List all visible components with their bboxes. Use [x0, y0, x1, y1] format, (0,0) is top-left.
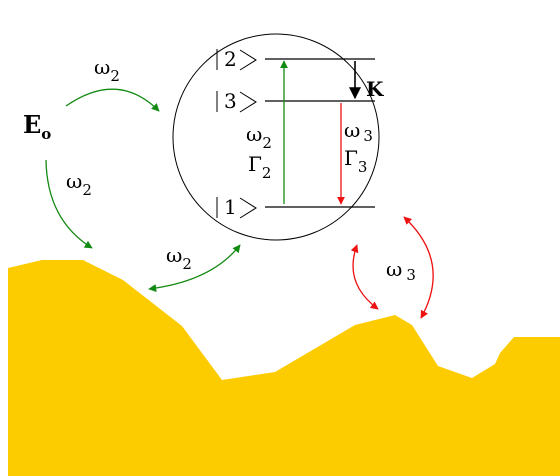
gamma2-label: Γ2 [248, 152, 271, 182]
incident-field-label: Eo [23, 110, 51, 143]
omega2-bottom-label: ω2 [166, 243, 192, 273]
field-to-molecule-arrow [66, 89, 159, 111]
omega2-inside-label: ω2 [246, 122, 272, 152]
ket-2-label: 2 [224, 47, 237, 71]
decay-constant-label: K [366, 77, 384, 101]
gamma3-label: Γ3 [344, 146, 367, 176]
ket-2: 2 [217, 47, 256, 71]
omega2-left-label: ω2 [66, 169, 92, 199]
emission-coupling-arrow-left [353, 245, 378, 309]
rough-surface [8, 260, 560, 476]
surface-molecule-coupling-arrow [149, 245, 240, 289]
ket-1: 1 [217, 195, 256, 219]
ket-3-label: 3 [224, 89, 237, 113]
ket-3: 3 [217, 89, 256, 113]
omega2-top-label: ω2 [94, 55, 120, 85]
ket-1-label: 1 [224, 195, 237, 219]
